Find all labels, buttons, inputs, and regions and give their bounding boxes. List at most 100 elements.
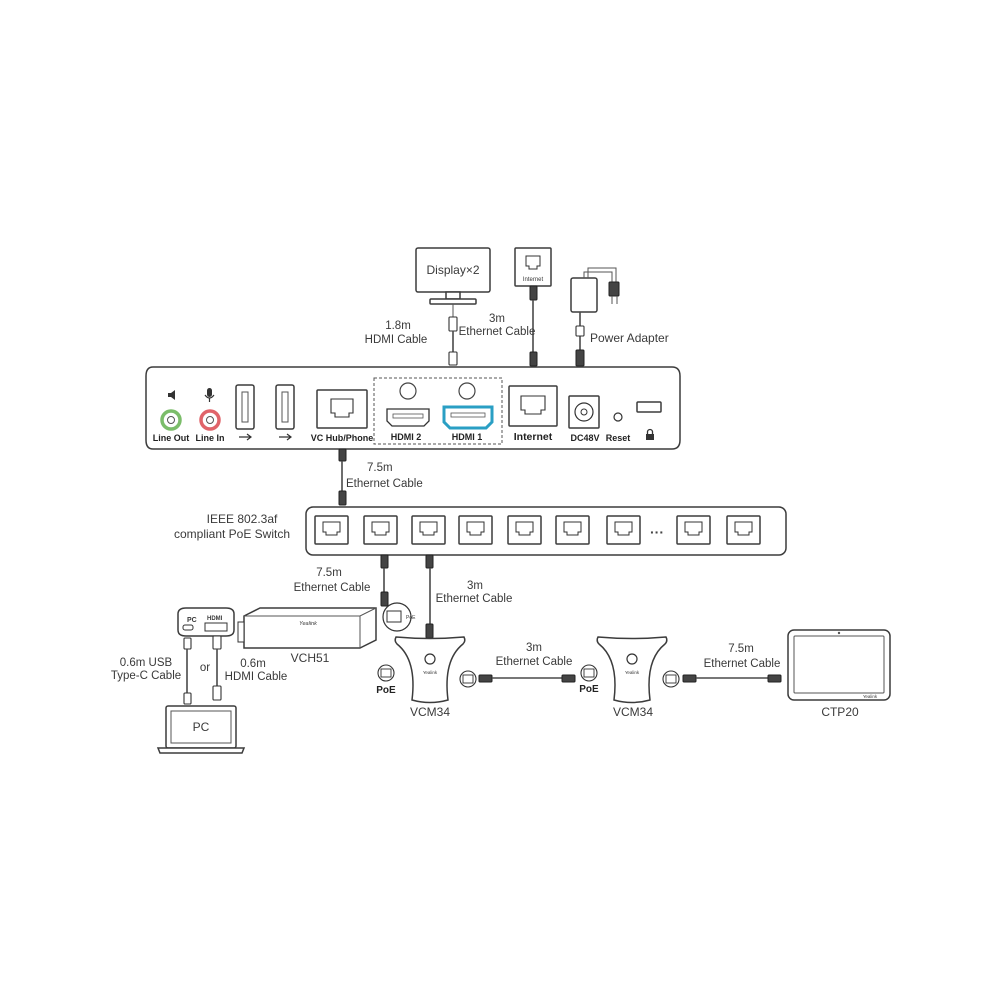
ethernet-cable-vcm34-to-ctp20: 7.5m Ethernet Cable [682,643,782,683]
poe-switch: IEEE 802.3af compliant PoE Switch ··· [174,506,787,556]
power-adapter: Power Adapter [570,267,669,367]
hdmi-cable-display-type: HDMI Cable [365,334,428,346]
vcm34-2-poe-label: PoE [579,684,599,695]
display-monitor: Display×2 [415,247,491,305]
switch-port-4[interactable] [458,515,493,545]
ethernet-cable-switch-to-vcm34: 3m Ethernet Cable [425,554,513,639]
vcm34-mic-2: Yealink PoE VCM34 [579,636,680,719]
usb-c-port[interactable] [182,624,194,631]
vcm34-2-name: VCM34 [613,705,653,719]
power-adapter-label: Power Adapter [590,331,669,345]
lock-icon [646,428,654,440]
ethernet-cable-internet: 3m Ethernet Cable [459,285,538,367]
pc-laptop: PC [156,705,246,754]
hdmi-cable-display: 1.8m HDMI Cable [365,304,458,366]
poe-switch-label-line2: compliant PoE Switch [174,527,290,541]
vch51-poe-port[interactable]: PoE [382,602,416,632]
hdmi1-label: HDMI 1 [452,432,483,442]
ctp20-touch-panel: Yealink CTP20 [787,629,891,719]
pc-label: PC [193,720,210,734]
vcm34-ctp20-type: Ethernet Cable [704,658,781,670]
hub-switch-cable-length: 7.5m [367,462,393,474]
vcm34-mic-1: Yealink PoE VCM34 [376,636,477,719]
speaker-icon [168,390,175,400]
vch51-pc-hdmi-callout: PC HDMI [177,607,235,637]
vch51-poe-label: PoE [406,615,416,621]
hdmi-cable-pc: 0.6m HDMI Cable [212,635,288,701]
or-label: or [200,662,210,674]
hub-switch-cable-type: Ethernet Cable [346,478,423,490]
line-out-port[interactable]: Line Out [153,390,190,443]
vc-hub-phone-label: VC Hub/Phone [311,433,374,443]
vch51-brand: Yealink [299,621,317,627]
ethernet-cable-vcm34-to-vcm34: 3m Ethernet Cable [478,642,576,683]
switch-port-8[interactable] [676,515,711,545]
switch-port-1[interactable] [314,515,349,545]
ctp20-brand: Yealink [863,694,878,699]
internet-wall-jack: Internet [514,247,552,287]
display-label: Display×2 [426,263,479,277]
hdmi-pc-length: 0.6m [240,658,266,670]
switch-vch51-type: Ethernet Cable [294,582,371,594]
internet-jack-label: Internet [523,277,544,283]
switch-port-6[interactable] [555,515,590,545]
hdmi-cable-display-length: 1.8m [385,320,411,332]
usb-c-cable-length: 0.6m USB [120,657,173,669]
line-in-port[interactable]: Line In [196,388,225,443]
vcm34-vcm34-length: 3m [526,642,542,654]
vcm34-1-poe-label: PoE [376,685,396,696]
internet-port-label: Internet [514,431,553,443]
vcm34-1-brand: Yealink [423,670,438,675]
security-slot [636,401,662,440]
vcm34-1-ethernet-port-callout[interactable] [459,670,477,688]
vch51-name: VCH51 [291,651,330,665]
switch-port-7[interactable] [606,515,641,545]
vcm34-vcm34-type: Ethernet Cable [496,656,573,668]
poe-switch-label-line1: IEEE 802.3af [207,512,278,526]
hdmi-pc-type: HDMI Cable [225,671,288,683]
vcm34-1-name: VCM34 [410,705,450,719]
switch-port-3[interactable] [411,515,446,545]
usb-icon [279,433,292,441]
hdmi2-port[interactable]: HDMI 2 [386,382,430,442]
vch51-hub: Yealink VCH51 PoE PC HDMI [177,602,416,665]
microphone-icon [204,388,215,402]
hdmi-port[interactable] [204,622,228,632]
ethernet-cable-hub-to-switch: 7.5m Ethernet Cable [338,448,423,506]
vch51-hdmi-port-label: HDMI [207,616,223,622]
usb-c-cable-type: Type-C Cable [111,670,181,682]
vcm34-2-poe-port-callout[interactable] [580,664,598,682]
hdmi2-label: HDMI 2 [391,432,422,442]
switch-vcm34-type: Ethernet Cable [436,593,513,605]
eth-internet-type: Ethernet Cable [459,326,536,338]
hdmi-group [373,377,503,445]
usb-port-2[interactable] [275,384,295,441]
vcm34-ctp20-length: 7.5m [728,643,754,655]
vc-hub-phone-port[interactable]: VC Hub/Phone [311,389,374,443]
mcore-hub: Line Out Line In VC Hu [145,366,681,450]
usb-c-cable: 0.6m USB Type-C Cable [111,637,192,705]
internet-port[interactable]: Internet [508,385,558,443]
line-in-label: Line In [196,433,225,443]
vch51-pc-port-label: PC [187,617,197,624]
ctp20-name: CTP20 [821,705,859,719]
hdmi1-port[interactable]: HDMI 1 [442,382,494,442]
vcm34-1-poe-port-callout[interactable] [377,664,395,682]
dc48v-label: DC48V [570,433,599,443]
line-out-label: Line Out [153,433,190,443]
switch-port-9[interactable] [726,515,761,545]
ethernet-cable-switch-to-vch51: 7.5m Ethernet Cable [294,554,389,607]
reset-button[interactable]: Reset [606,412,631,443]
switch-more-ports: ··· [650,524,664,540]
vcm34-2-brand: Yealink [625,670,640,675]
switch-port-2[interactable] [363,515,398,545]
switch-port-5[interactable] [507,515,542,545]
eth-internet-length: 3m [489,313,505,325]
reset-label: Reset [606,433,631,443]
dc48v-port[interactable]: DC48V [568,395,600,443]
usb-icon [239,433,252,441]
vcm34-2-ethernet-port-callout[interactable] [662,670,680,688]
usb-port-1[interactable] [235,384,255,441]
